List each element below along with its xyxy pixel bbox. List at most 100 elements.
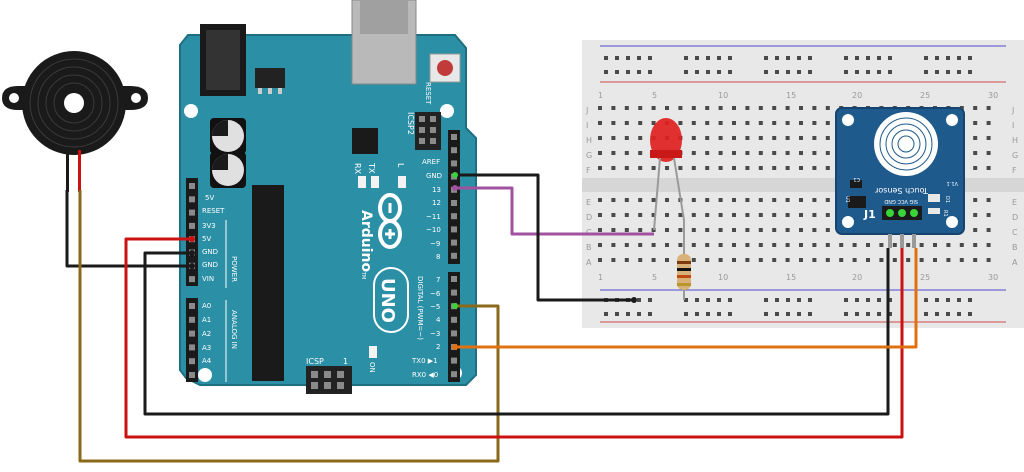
rail-hole bbox=[626, 312, 630, 316]
breadboard-hole bbox=[665, 198, 669, 202]
breadboard-hole bbox=[705, 213, 710, 217]
breadboard-hole bbox=[611, 228, 616, 232]
breadboard-hole bbox=[986, 136, 991, 140]
breadboard-hole bbox=[785, 106, 790, 110]
breadboard-hole bbox=[812, 166, 817, 170]
rail-hole bbox=[695, 56, 699, 60]
header-pin bbox=[189, 330, 195, 337]
breadboard-hole bbox=[825, 258, 830, 262]
breadboard-hole bbox=[758, 228, 763, 232]
row-letter-d: D bbox=[586, 213, 592, 222]
pin-label-5v-top: 5V bbox=[205, 194, 214, 202]
analog-pin-labels: A0 A1 A2 A3 A4 A5 bbox=[202, 302, 212, 379]
header-pin bbox=[189, 222, 195, 229]
wire-end bbox=[452, 185, 458, 191]
rail-hole bbox=[717, 298, 721, 302]
rail-hole bbox=[717, 56, 721, 60]
wire-d13-led bbox=[455, 186, 654, 236]
touch-pad[interactable] bbox=[874, 112, 938, 176]
breadboard-hole bbox=[624, 243, 629, 247]
breadboard-hole bbox=[906, 243, 911, 247]
pin-label-gnd-d: GND bbox=[426, 172, 442, 180]
header-pin bbox=[451, 252, 457, 259]
breadboard-hole bbox=[758, 213, 763, 217]
buzzer-ring bbox=[53, 82, 95, 124]
breadboard-hole bbox=[799, 213, 803, 217]
digital-header-low bbox=[448, 272, 460, 382]
header-pin bbox=[189, 183, 195, 189]
breadboard-hole bbox=[785, 228, 790, 232]
breadboard-hole bbox=[986, 228, 991, 232]
breadboard-hole bbox=[598, 136, 602, 140]
icsp2-header bbox=[415, 112, 441, 150]
pin-label-12: 12 bbox=[432, 199, 441, 207]
rail-hole bbox=[968, 298, 972, 302]
sensor-d1 bbox=[928, 194, 940, 202]
breadboard-hole bbox=[772, 136, 777, 140]
pin-label-5v: 5V bbox=[202, 235, 211, 243]
rail-hole bbox=[764, 298, 768, 302]
rail-hole bbox=[728, 312, 732, 316]
header-pin bbox=[189, 358, 195, 365]
row-letter-d-r: D bbox=[1012, 213, 1018, 222]
breadboard-hole bbox=[812, 243, 817, 247]
pin-label-aref: AREF bbox=[422, 158, 440, 166]
reset-button-cap[interactable] bbox=[437, 60, 453, 76]
rail-hole bbox=[935, 70, 939, 74]
rail-hole bbox=[626, 70, 630, 74]
rail-hole bbox=[637, 70, 641, 74]
rail-hole bbox=[786, 56, 790, 60]
breadboard-hole bbox=[973, 136, 978, 140]
led-lead-anode bbox=[673, 157, 685, 221]
breadboard-hole bbox=[732, 151, 736, 155]
rail-hole bbox=[637, 298, 641, 302]
rail-hole bbox=[706, 312, 710, 316]
pin-label-2: 2 bbox=[436, 343, 440, 351]
breadboard-hole bbox=[812, 151, 817, 155]
buzzer-lead-red bbox=[78, 150, 81, 192]
pin-label-a4: A4 bbox=[202, 357, 212, 365]
breadboard-hole bbox=[745, 121, 750, 125]
rail-hole bbox=[695, 298, 699, 302]
sensor-pin-vcc bbox=[898, 209, 906, 217]
rail-hole bbox=[786, 70, 790, 74]
mount-hole bbox=[198, 368, 212, 382]
pin-label-11: ~11 bbox=[426, 213, 441, 221]
rail-hole bbox=[877, 298, 881, 302]
arduino-uno-board: RESET ICSP2 RX TX L bbox=[179, 0, 477, 394]
pin-label-a1: A1 bbox=[202, 316, 211, 324]
sensor-title: Touch Sensor bbox=[874, 186, 929, 195]
header-pin bbox=[451, 239, 457, 246]
pin-label-a3: A3 bbox=[202, 344, 211, 352]
usb-chip bbox=[352, 128, 378, 154]
header-pin bbox=[189, 303, 195, 309]
breadboard-hole bbox=[772, 228, 777, 232]
j1-label: J1 bbox=[863, 208, 876, 221]
arduino-brand-label: Arduino bbox=[358, 210, 374, 272]
breadboard-hole bbox=[745, 228, 750, 232]
icsp-pins bbox=[311, 371, 344, 389]
pin-label-4: 4 bbox=[436, 316, 441, 324]
breadboard-hole bbox=[772, 243, 777, 247]
rail-hole bbox=[946, 298, 950, 302]
breadboard-hole bbox=[598, 106, 602, 110]
c1-label: C1 bbox=[853, 176, 860, 182]
rail-hole bbox=[968, 56, 972, 60]
breadboard-hole bbox=[611, 136, 616, 140]
breadboard-hole bbox=[986, 213, 991, 217]
rail-hole bbox=[637, 312, 641, 316]
breadboard-hole bbox=[678, 228, 683, 232]
col-num-5-b: 5 bbox=[652, 273, 657, 282]
breadboard-hole bbox=[718, 198, 723, 202]
breadboard-hole bbox=[986, 258, 991, 262]
breadboard-hole bbox=[799, 136, 803, 140]
row-letter-g: G bbox=[586, 151, 592, 160]
row-letter-a-r: A bbox=[1012, 258, 1018, 267]
pin-label-10: ~10 bbox=[426, 226, 441, 234]
breadboard-hole bbox=[678, 166, 683, 170]
rail-hole bbox=[888, 312, 892, 316]
breadboard-hole bbox=[611, 106, 616, 110]
analog-header bbox=[186, 298, 198, 382]
breadboard-hole bbox=[638, 121, 643, 125]
icsp2-label: ICSP2 bbox=[406, 112, 415, 135]
